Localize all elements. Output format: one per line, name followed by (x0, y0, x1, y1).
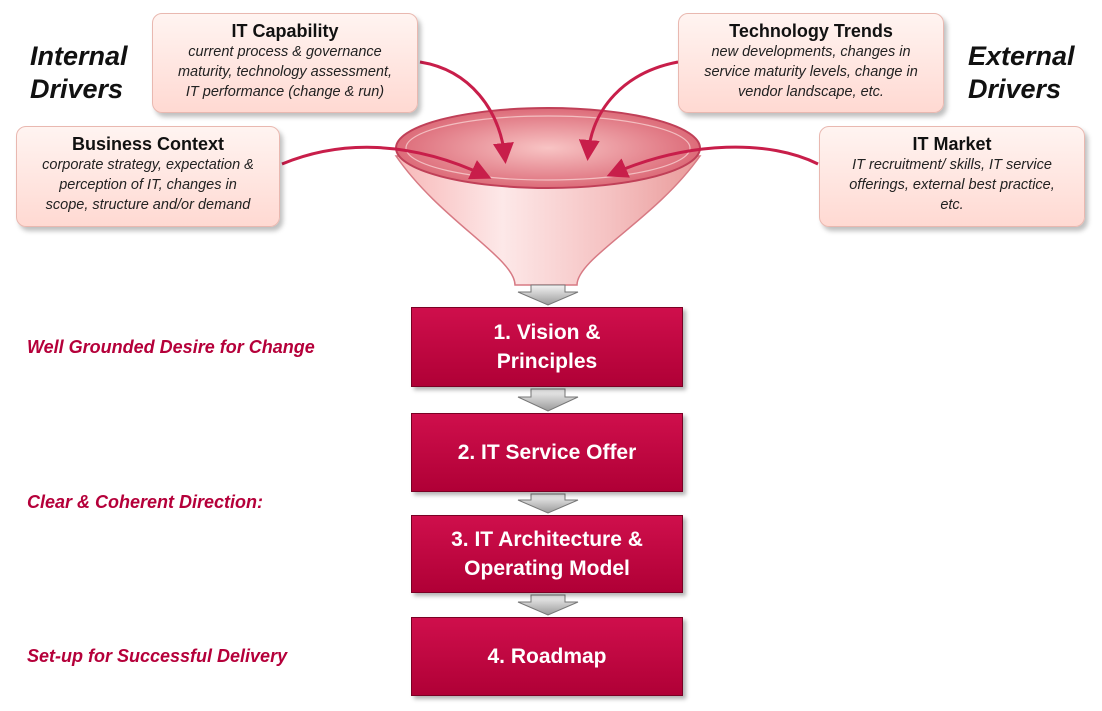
technology-trends-box: Technology Trends new developments, chan… (678, 13, 944, 113)
outcome-clear-coherent-direction: Clear & Coherent Direction: (27, 492, 264, 512)
step-it-service-offer: 2. IT Service Offer (411, 413, 683, 492)
it-market-title: IT Market (912, 134, 992, 154)
outcome-successful-delivery: Set-up for Successful Delivery (27, 646, 288, 666)
step-vision-principles: 1. Vision & Principles (411, 307, 683, 387)
down-arrow-icon (517, 594, 579, 616)
outcome-well-grounded-desire: Well Grounded Desire for Change (27, 337, 315, 357)
funnel-body (394, 155, 702, 286)
it-market-box: IT Market IT recruitment/ skills, IT ser… (819, 126, 1085, 227)
arrow-technology-trends (578, 60, 679, 161)
it-capability-box: IT Capability current process & governan… (152, 13, 418, 113)
down-arrow-icon (517, 284, 579, 306)
business-context-title: Business Context (71, 134, 225, 154)
down-arrow-icon (517, 493, 579, 514)
funnel-rim (395, 107, 701, 189)
it-capability-title: IT Capability (231, 21, 339, 41)
step-roadmap: 4. Roadmap (411, 617, 683, 696)
step-it-architecture-operating-model: 3. IT Architecture & Operating Model (411, 515, 683, 593)
business-context-box: Business Context corporate strategy, exp… (16, 126, 280, 227)
external-drivers-heading: External Drivers (968, 41, 1075, 104)
arrow-business-context (281, 145, 492, 180)
arrow-it-capability (419, 60, 514, 164)
internal-drivers-heading: Internal Drivers (30, 41, 128, 104)
arrow-it-market (606, 145, 819, 178)
technology-trends-title: Technology Trends (729, 21, 893, 41)
down-arrow-icon (517, 388, 579, 412)
